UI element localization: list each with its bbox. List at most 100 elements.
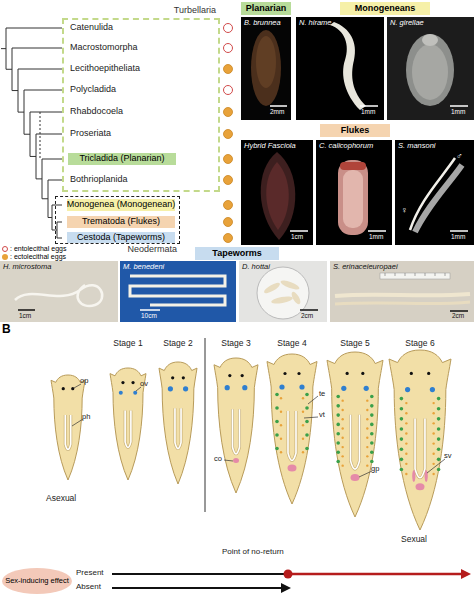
photo-label: 2cm [301, 312, 313, 319]
leader-line [359, 471, 372, 477]
vitellaria [302, 438, 304, 440]
stage-label: Stage 2 [156, 339, 200, 348]
panel-letter: B [2, 323, 11, 336]
taxon-label: Tricladida (Planarian) [79, 154, 164, 164]
fluke-photo [316, 140, 392, 245]
vitellaria [280, 424, 282, 426]
tapeworm-photo [335, 302, 470, 304]
egg-marker [224, 218, 233, 227]
legend-text: : ectolecithal eggs [10, 253, 66, 261]
testis [400, 397, 404, 401]
fluke-photo [261, 152, 296, 240]
fluke-photo [450, 230, 468, 232]
ovary [364, 386, 369, 391]
eye-spot [241, 374, 244, 377]
eye-spot [121, 381, 124, 384]
testis [400, 458, 404, 462]
tapeworm-photo [239, 261, 327, 322]
tree-branch [30, 112, 62, 113]
leader-line [72, 419, 83, 426]
testis [400, 468, 404, 472]
legend-swatch [2, 254, 8, 260]
photo-label: C. calicophorum [319, 142, 373, 150]
eye-spot [410, 372, 413, 375]
photo-label: B. brunnea [244, 19, 281, 27]
vitellaria [432, 473, 434, 475]
panel-header: Monogeneans [340, 2, 430, 15]
testis [275, 433, 279, 437]
planarian-body [214, 358, 258, 493]
monogenean-photo [422, 34, 438, 46]
photo-label: 1mm [369, 233, 383, 240]
planarian-photo [241, 17, 291, 120]
tapeworm-photo [380, 273, 450, 279]
tapeworm-photo [0, 261, 118, 322]
testis [400, 427, 404, 431]
timeline-arrow [112, 569, 471, 593]
vitellaria [366, 409, 368, 411]
photo-label: 2cm [452, 312, 464, 319]
tapeworm-photo [239, 261, 327, 322]
seminal-vesicle [425, 470, 428, 482]
panel-title: Planarian [246, 4, 287, 14]
eye-spot [182, 376, 185, 379]
testis [400, 437, 404, 441]
effect-ellipse: Sex-inducing effect [2, 568, 72, 594]
tree-branch [52, 205, 62, 206]
gonopore [288, 465, 297, 472]
tree-branch [36, 178, 42, 179]
ovary [119, 391, 123, 395]
legend-row: : entolecithal eggs [2, 245, 66, 253]
vitellaria [341, 455, 343, 457]
fluke-photo [338, 160, 368, 235]
stage-label: Stage 3 [214, 339, 258, 348]
fluke-photo [395, 140, 474, 245]
panel-title: Flukes [341, 126, 370, 136]
vitellaria [405, 422, 407, 424]
stage-label: Stage 1 [106, 339, 150, 348]
vitellaria [302, 397, 304, 399]
vitellaria [341, 464, 343, 466]
panel-header: Flukes [320, 124, 390, 137]
vitellaria [302, 424, 304, 426]
gonopore [416, 483, 425, 490]
axis-label: Absent [76, 583, 101, 592]
highlight-box: Cestoda (Tapeworms) [67, 232, 175, 243]
tree-branch [12, 90, 18, 91]
ovary [341, 386, 346, 391]
testis [437, 417, 441, 421]
gonopore [351, 474, 360, 481]
eye-spot [297, 372, 300, 375]
vitellaria [432, 463, 434, 465]
vitellaria [405, 402, 407, 404]
taxon-label: Trematoda (Flukes) [82, 217, 160, 227]
vitellaria [432, 442, 434, 444]
vitellaria [366, 427, 368, 429]
planarian-photo [251, 30, 281, 106]
egg-marker [224, 234, 233, 243]
monogenean-photo [387, 17, 474, 120]
egg-marker [224, 65, 233, 74]
ovary [168, 386, 173, 391]
testis [437, 427, 441, 431]
organ-label: gp [371, 465, 379, 473]
tree-branch [48, 180, 62, 181]
egg-marker [224, 155, 233, 164]
tapeworm-photo [120, 261, 236, 322]
testis [336, 432, 340, 436]
fluke-photo [241, 140, 313, 245]
eye-spot [62, 387, 65, 390]
vitellaria [366, 446, 368, 448]
eye-spot [71, 387, 74, 390]
planarian-body [159, 362, 197, 484]
tree-branch [57, 238, 62, 239]
tapeworm-photo [130, 276, 225, 305]
testis [275, 447, 279, 451]
leader-line [427, 459, 445, 473]
photo-label: S. erinaceieuropaei [333, 263, 398, 271]
testis [370, 423, 374, 427]
pharynx [415, 418, 425, 477]
photo-label: 1mm [451, 108, 465, 115]
tapeworm-photo [15, 285, 102, 306]
